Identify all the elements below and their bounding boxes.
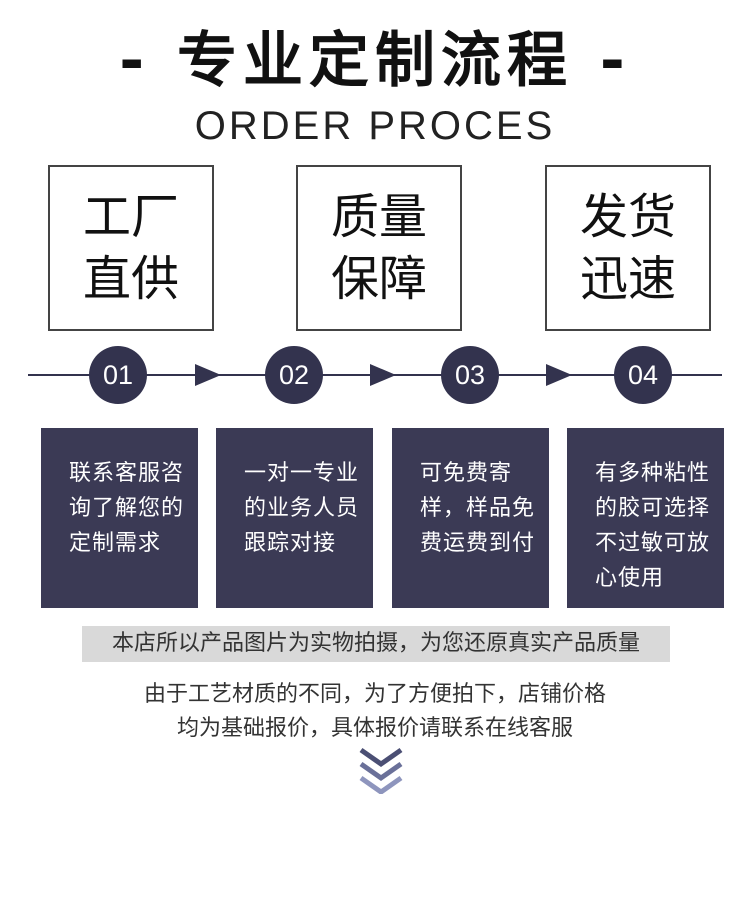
- arrow-right-icon: [546, 364, 572, 386]
- price-note-line: 由于工艺材质的不同，为了方便拍下，店铺价格: [143, 682, 606, 707]
- arrow-right-icon: [195, 364, 221, 386]
- step-box-02: 一对一专业 的业务人员 跟踪对接: [216, 428, 373, 608]
- feature-line: 迅速: [579, 251, 676, 307]
- step-text-line: 心使用: [595, 566, 665, 591]
- step-text-line: 跟踪对接: [244, 531, 337, 556]
- chevron-double-down-icon: [359, 747, 403, 794]
- page-subtitle: ORDER PROCES: [194, 104, 556, 148]
- step-text-line: 一对一专业: [244, 461, 360, 486]
- step-text-line: 样，样品免: [420, 496, 536, 521]
- photo-notice-banner: 本店所以产品图片为实物拍摄，为您还原真实产品质量: [82, 626, 670, 662]
- step-box-04: 有多种粘性 的胶可选择 不过敏可放 心使用: [567, 428, 724, 608]
- step-number-01: 01: [89, 346, 147, 404]
- price-note-line: 均为基础报价，具体报价请联系在线客服: [176, 716, 573, 741]
- step-box-01: 联系客服咨 询了解您的 定制需求: [41, 428, 198, 608]
- step-box-03: 可免费寄 样，样品免 费运费到付: [392, 428, 549, 608]
- page-title: - 专业定制流程 -: [119, 26, 631, 96]
- feature-line: 直供: [82, 251, 179, 307]
- feature-line: 质量: [330, 189, 427, 245]
- feature-line: 发货: [579, 189, 676, 245]
- step-text-line: 有多种粘性: [595, 461, 711, 486]
- feature-line: 保障: [330, 251, 427, 307]
- feature-box-shipping: 发货 迅速: [545, 165, 711, 331]
- step-text-line: 定制需求: [69, 531, 162, 556]
- step-text-line: 联系客服咨: [69, 461, 185, 486]
- step-text-line: 不过敏可放: [595, 531, 711, 556]
- feature-box-factory: 工厂 直供: [48, 165, 214, 331]
- feature-box-quality: 质量 保障: [296, 165, 462, 331]
- arrow-right-icon: [370, 364, 396, 386]
- step-number-03: 03: [441, 346, 499, 404]
- step-text-line: 询了解您的: [69, 496, 185, 521]
- step-text-line: 费运费到付: [420, 531, 536, 556]
- step-text-line: 的胶可选择: [595, 496, 711, 521]
- step-number-04: 04: [614, 346, 672, 404]
- feature-line: 工厂: [82, 189, 179, 245]
- step-text-line: 可免费寄: [420, 461, 513, 486]
- step-number-02: 02: [265, 346, 323, 404]
- step-text-line: 的业务人员: [244, 496, 360, 521]
